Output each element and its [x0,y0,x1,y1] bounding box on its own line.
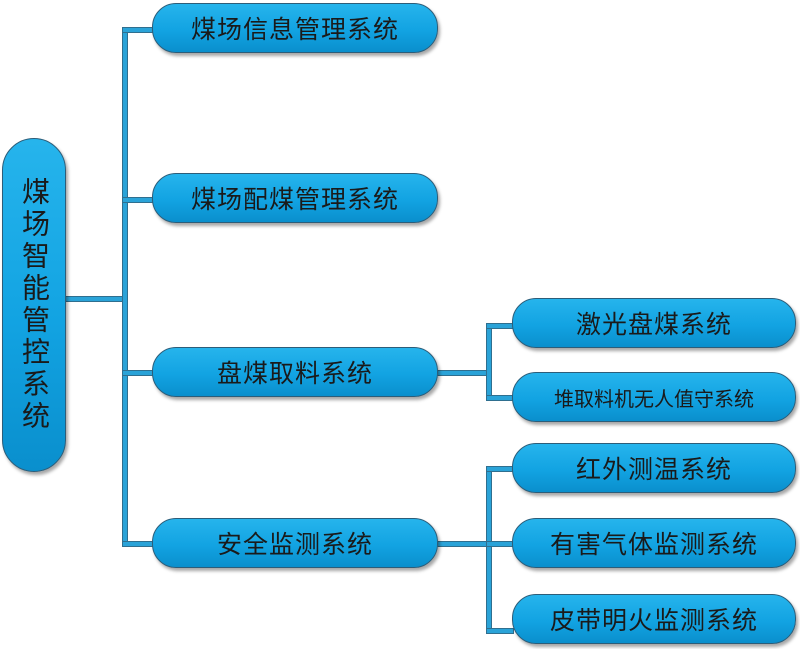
root-node-label: 煤场智能管控系统 [18,177,51,433]
connector-branch-2 [122,197,156,203]
branch-node-safety-monitoring: 安全监测系统 [152,518,438,568]
branch-node-label: 盘煤取料系统 [216,359,373,388]
leaf-node-label: 红外测温系统 [575,455,732,484]
connector-branch-4 [122,541,156,547]
leaf-node-infrared-temperature: 红外测温系统 [512,443,796,493]
connector-branch-1 [122,27,156,33]
branch-node-label: 煤场信息管理系统 [190,15,399,44]
connector-b3-child-1 [486,323,514,329]
connector-b3-horizontal [436,370,490,376]
branch-node-label: 安全监测系统 [216,530,373,559]
connector-trunk-vertical [122,27,128,546]
root-node: 煤场智能管控系统 [2,138,66,472]
connector-root-horizontal [64,296,126,302]
connector-b4-vertical [486,466,492,634]
connector-b4-child-3 [486,628,514,634]
connector-b4-child-1 [486,466,514,472]
branch-node-inventory-reclaiming: 盘煤取料系统 [152,347,438,397]
leaf-node-harmful-gas: 有害气体监测系统 [512,518,796,568]
connector-b3-child-2 [486,395,514,401]
branch-node-blending-management: 煤场配煤管理系统 [152,173,438,223]
leaf-node-label: 堆取料机无人值守系统 [554,386,754,411]
leaf-node-label: 皮带明火监测系统 [549,606,758,635]
leaf-node-laser-inventory: 激光盘煤系统 [512,298,796,348]
connector-b4-child-2 [486,541,514,547]
leaf-node-belt-fire: 皮带明火监测系统 [512,594,796,644]
branch-node-label: 煤场配煤管理系统 [190,185,399,214]
leaf-node-label: 有害气体监测系统 [549,530,758,559]
leaf-node-label: 激光盘煤系统 [575,310,732,339]
connector-b4-horizontal [436,541,490,547]
connector-branch-3 [122,370,156,376]
connector-b3-vertical [486,323,492,401]
branch-node-info-management: 煤场信息管理系统 [152,3,438,53]
leaf-node-unmanned-stacker: 堆取料机无人值守系统 [512,372,796,422]
